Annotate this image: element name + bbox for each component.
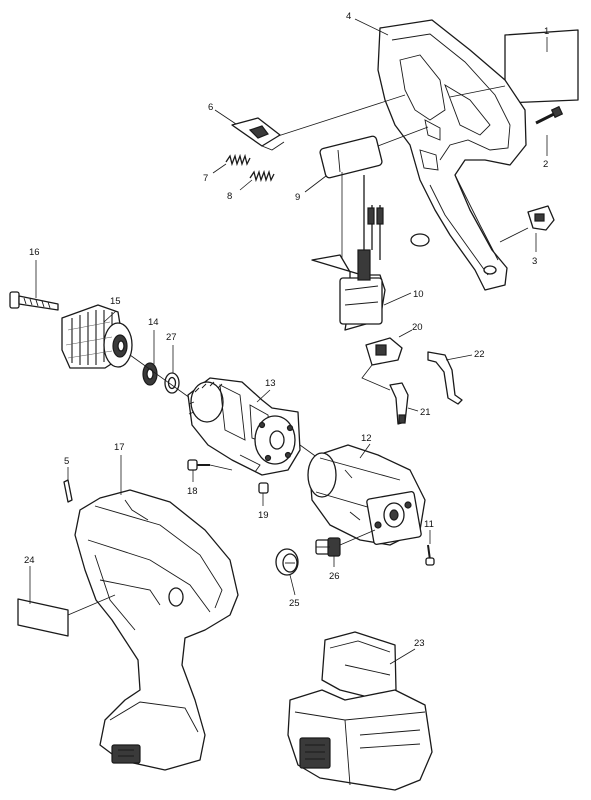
part-number-11: 11 (424, 519, 434, 530)
part-8-spring (239, 169, 275, 191)
part-number-9: 9 (295, 192, 300, 203)
part-number-16: 16 (29, 247, 40, 258)
part-number-23: 23 (414, 638, 425, 649)
part-10-switch (311, 172, 412, 331)
part-18-screw (187, 459, 233, 482)
part-22-wire-clip (427, 351, 473, 405)
part-number-27: 27 (166, 332, 177, 343)
part-11-screw (425, 530, 435, 566)
part-20-brush-holder (365, 329, 413, 366)
part-19-screw (258, 482, 269, 506)
part-5-pin (63, 467, 73, 503)
part-number-8: 8 (227, 191, 232, 202)
part-2-screw (535, 105, 564, 156)
part-9-reversing-slide (304, 126, 429, 193)
part-12-motor (307, 443, 426, 546)
part-4-housing-half (354, 18, 527, 291)
part-number-24: 24 (24, 555, 35, 566)
part-number-3: 3 (532, 256, 537, 267)
part-number-19: 19 (258, 510, 269, 521)
part-26-carbon-brush (315, 529, 376, 567)
part-23-battery (287, 631, 433, 791)
part-number-25: 25 (289, 598, 300, 609)
part-number-1: 1 (544, 26, 549, 37)
part-number-7: 7 (203, 173, 208, 184)
part-number-14: 14 (148, 317, 159, 328)
part-number-17: 17 (114, 442, 125, 453)
part-7-spring (212, 153, 251, 174)
part-number-22: 22 (474, 349, 485, 360)
part-number-5: 5 (64, 456, 69, 467)
part-25-brush-cap (275, 548, 299, 596)
part-27-ring (164, 345, 180, 394)
part-number-6: 6 (208, 102, 213, 113)
part-number-2: 2 (543, 159, 548, 170)
part-3-clip (499, 205, 555, 252)
part-number-4: 4 (346, 11, 351, 22)
part-number-12: 12 (361, 433, 372, 444)
part-14-washer (142, 330, 158, 386)
part-number-labels: 1 2 3 4 5 6 7 8 9 10 11 12 13 14 15 16 1… (24, 11, 549, 649)
part-number-21: 21 (420, 407, 431, 418)
part-number-18: 18 (187, 486, 198, 497)
part-13-gear-assembly (187, 377, 319, 476)
part-1-label-plate (504, 29, 579, 104)
part-number-26: 26 (329, 571, 340, 582)
part-number-10: 10 (413, 289, 424, 300)
part-21-brush-terminal (361, 364, 419, 425)
part-number-13: 13 (265, 378, 276, 389)
part-16-chuck-screw (9, 260, 59, 311)
part-6-switch-lever (214, 94, 406, 151)
part-17-housing-half (74, 455, 239, 771)
part-number-20: 20 (412, 322, 423, 333)
part-15-drill-chuck (61, 304, 133, 369)
part-24-label (17, 566, 116, 637)
part-number-15: 15 (110, 296, 121, 307)
